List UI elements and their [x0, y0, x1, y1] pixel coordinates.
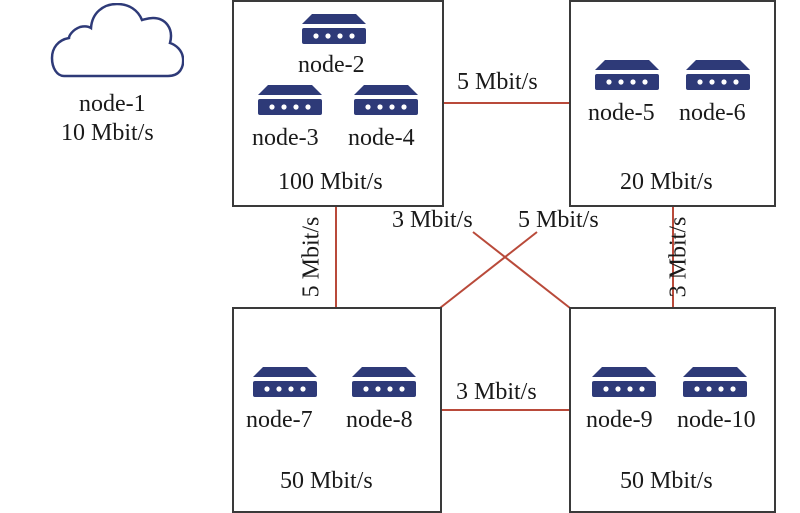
node-label: node-7 — [246, 407, 313, 433]
node-label: node-6 — [679, 100, 746, 126]
group-top-right — [569, 0, 776, 207]
node-label: node-3 — [252, 125, 319, 151]
node-label: node-4 — [348, 125, 415, 151]
group-bandwidth: 50 Mbit/s — [280, 468, 373, 494]
group-bottom-left — [232, 307, 442, 513]
network-switch-icon — [253, 367, 317, 397]
node-label: node-2 — [298, 52, 365, 78]
network-switch-icon — [258, 85, 322, 115]
cloud-node-bandwidth: 10 Mbit/s — [61, 120, 154, 146]
link-label: 3 Mbit/s — [392, 207, 473, 233]
cloud-node-name: node-1 — [79, 91, 146, 117]
group-bandwidth: 20 Mbit/s — [620, 169, 713, 195]
link-label: 3 Mbit/s — [456, 379, 537, 405]
cloud-icon — [50, 3, 184, 78]
link-top-left-bottom-right — [472, 231, 571, 309]
link-top-right-bottom-left — [439, 231, 538, 309]
link-label: 5 Mbit/s — [298, 216, 325, 298]
node-label: node-10 — [677, 407, 756, 433]
group-bottom-right — [569, 307, 776, 513]
network-switch-icon — [683, 367, 747, 397]
link-label: 3 Mbit/s — [665, 216, 692, 298]
network-switch-icon — [352, 367, 416, 397]
network-switch-icon — [686, 60, 750, 90]
network-switch-icon — [592, 367, 656, 397]
group-bandwidth: 100 Mbit/s — [278, 169, 383, 195]
network-switch-icon — [354, 85, 418, 115]
network-switch-icon — [595, 60, 659, 90]
node-label: node-5 — [588, 100, 655, 126]
link-label: 5 Mbit/s — [518, 207, 599, 233]
link-label: 5 Mbit/s — [457, 69, 538, 95]
node-label: node-8 — [346, 407, 413, 433]
network-switch-icon — [302, 14, 366, 44]
group-bandwidth: 50 Mbit/s — [620, 468, 713, 494]
node-label: node-9 — [586, 407, 653, 433]
